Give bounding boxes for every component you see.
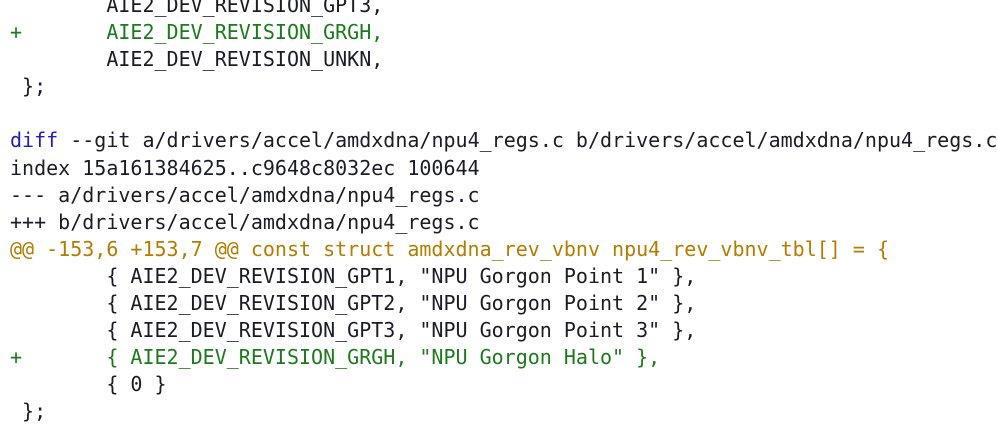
diff-context-line: { 0 } xyxy=(10,372,167,397)
diff-new-file-line: +++ b/drivers/accel/amdxdna/npu4_regs.c xyxy=(10,209,480,234)
diff-keyword: diff xyxy=(10,128,59,153)
diff-context-line: AIE2_DEV_REVISION_UNKN, xyxy=(10,47,384,72)
diff-context-line: { AIE2_DEV_REVISION_GPT2, "NPU Gorgon Po… xyxy=(10,291,697,316)
diff-git-header-text: --git a/drivers/accel/amdxdna/npu4_regs.… xyxy=(58,128,997,153)
diff-blank-line xyxy=(10,100,997,127)
diff-view: AIE2_DEV_REVISION_GPT3, + AIE2_DEV_REVISI… xyxy=(10,0,997,424)
diff-context-line: AIE2_DEV_REVISION_GPT3, xyxy=(10,0,384,17)
diff-index-line: index 15a161384625..c9648c8032ec 100644 xyxy=(10,155,480,180)
diff-old-file-line: --- a/drivers/accel/amdxdna/npu4_regs.c xyxy=(10,182,480,207)
diff-git-header-line: diff --git a/drivers/accel/amdxdna/npu4_… xyxy=(10,127,997,154)
diff-context-line: }; xyxy=(10,399,47,424)
diff-context-line: }; xyxy=(10,74,47,99)
diff-context-line: { AIE2_DEV_REVISION_GPT1, "NPU Gorgon Po… xyxy=(10,263,697,288)
diff-context-line: { AIE2_DEV_REVISION_GPT3, "NPU Gorgon Po… xyxy=(10,318,697,343)
diff-hunk-header: @@ -153,6 +153,7 @@ const struct amdxdna… xyxy=(10,236,889,261)
diff-added-line: + AIE2_DEV_REVISION_GRGH, xyxy=(10,20,384,45)
diff-added-line: + { AIE2_DEV_REVISION_GRGH, "NPU Gorgon … xyxy=(10,345,661,370)
diff-code-block: AIE2_DEV_REVISION_GPT3, + AIE2_DEV_REVISI… xyxy=(10,0,997,426)
